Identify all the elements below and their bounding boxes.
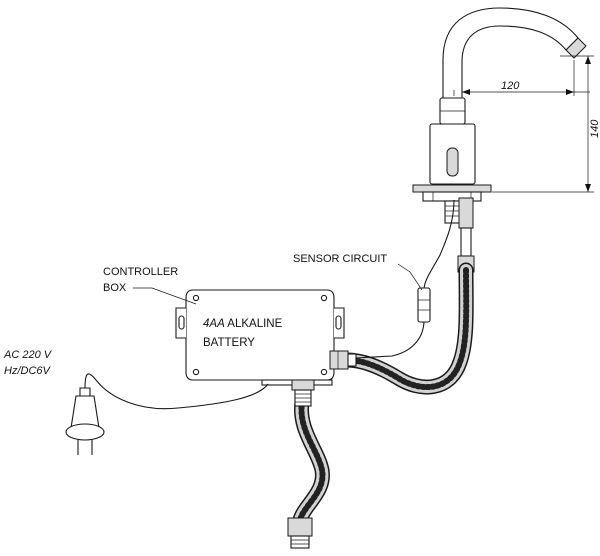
battery-type: ALKALINE xyxy=(225,318,283,330)
dimension-spout-height: 140 xyxy=(589,119,600,138)
controller-box-label-line2: BOX xyxy=(103,282,127,294)
faucet xyxy=(412,7,587,273)
controller-box: 4AA ALKALINE BATTERY xyxy=(175,289,345,386)
controller-box-body xyxy=(185,289,335,381)
controller-box-label-line1: CONTROLLER xyxy=(103,266,178,278)
sensor-circuit-leader xyxy=(397,263,423,291)
power-plug xyxy=(65,387,105,455)
power-label-line1: AC 220 V xyxy=(3,349,53,361)
braided-hoses xyxy=(292,262,474,528)
faucet-spout-tip xyxy=(565,37,587,59)
sensor-cable xyxy=(355,199,455,359)
inlet-nut xyxy=(458,197,474,229)
mounting-flange xyxy=(412,184,492,193)
supply-connector xyxy=(287,517,313,549)
sensor-circuit-label: SENSOR CIRCUIT xyxy=(293,253,387,265)
power-cable xyxy=(84,373,269,410)
water-inlet-fitting xyxy=(291,379,315,407)
power-label-line2: Hz/DC6V xyxy=(4,365,52,377)
sensor-connector xyxy=(417,287,431,323)
battery-label-line2: BATTERY xyxy=(203,337,255,349)
dimension-lines: 120 140 xyxy=(453,55,600,193)
dimension-spout-reach: 120 xyxy=(501,80,520,92)
solenoid-valve xyxy=(329,350,357,370)
controller-box-leader xyxy=(133,287,197,305)
battery-label-line1: 4AA ALKALINE xyxy=(203,318,283,330)
battery-count: 4AA xyxy=(203,318,225,330)
sensor-window xyxy=(446,147,459,177)
